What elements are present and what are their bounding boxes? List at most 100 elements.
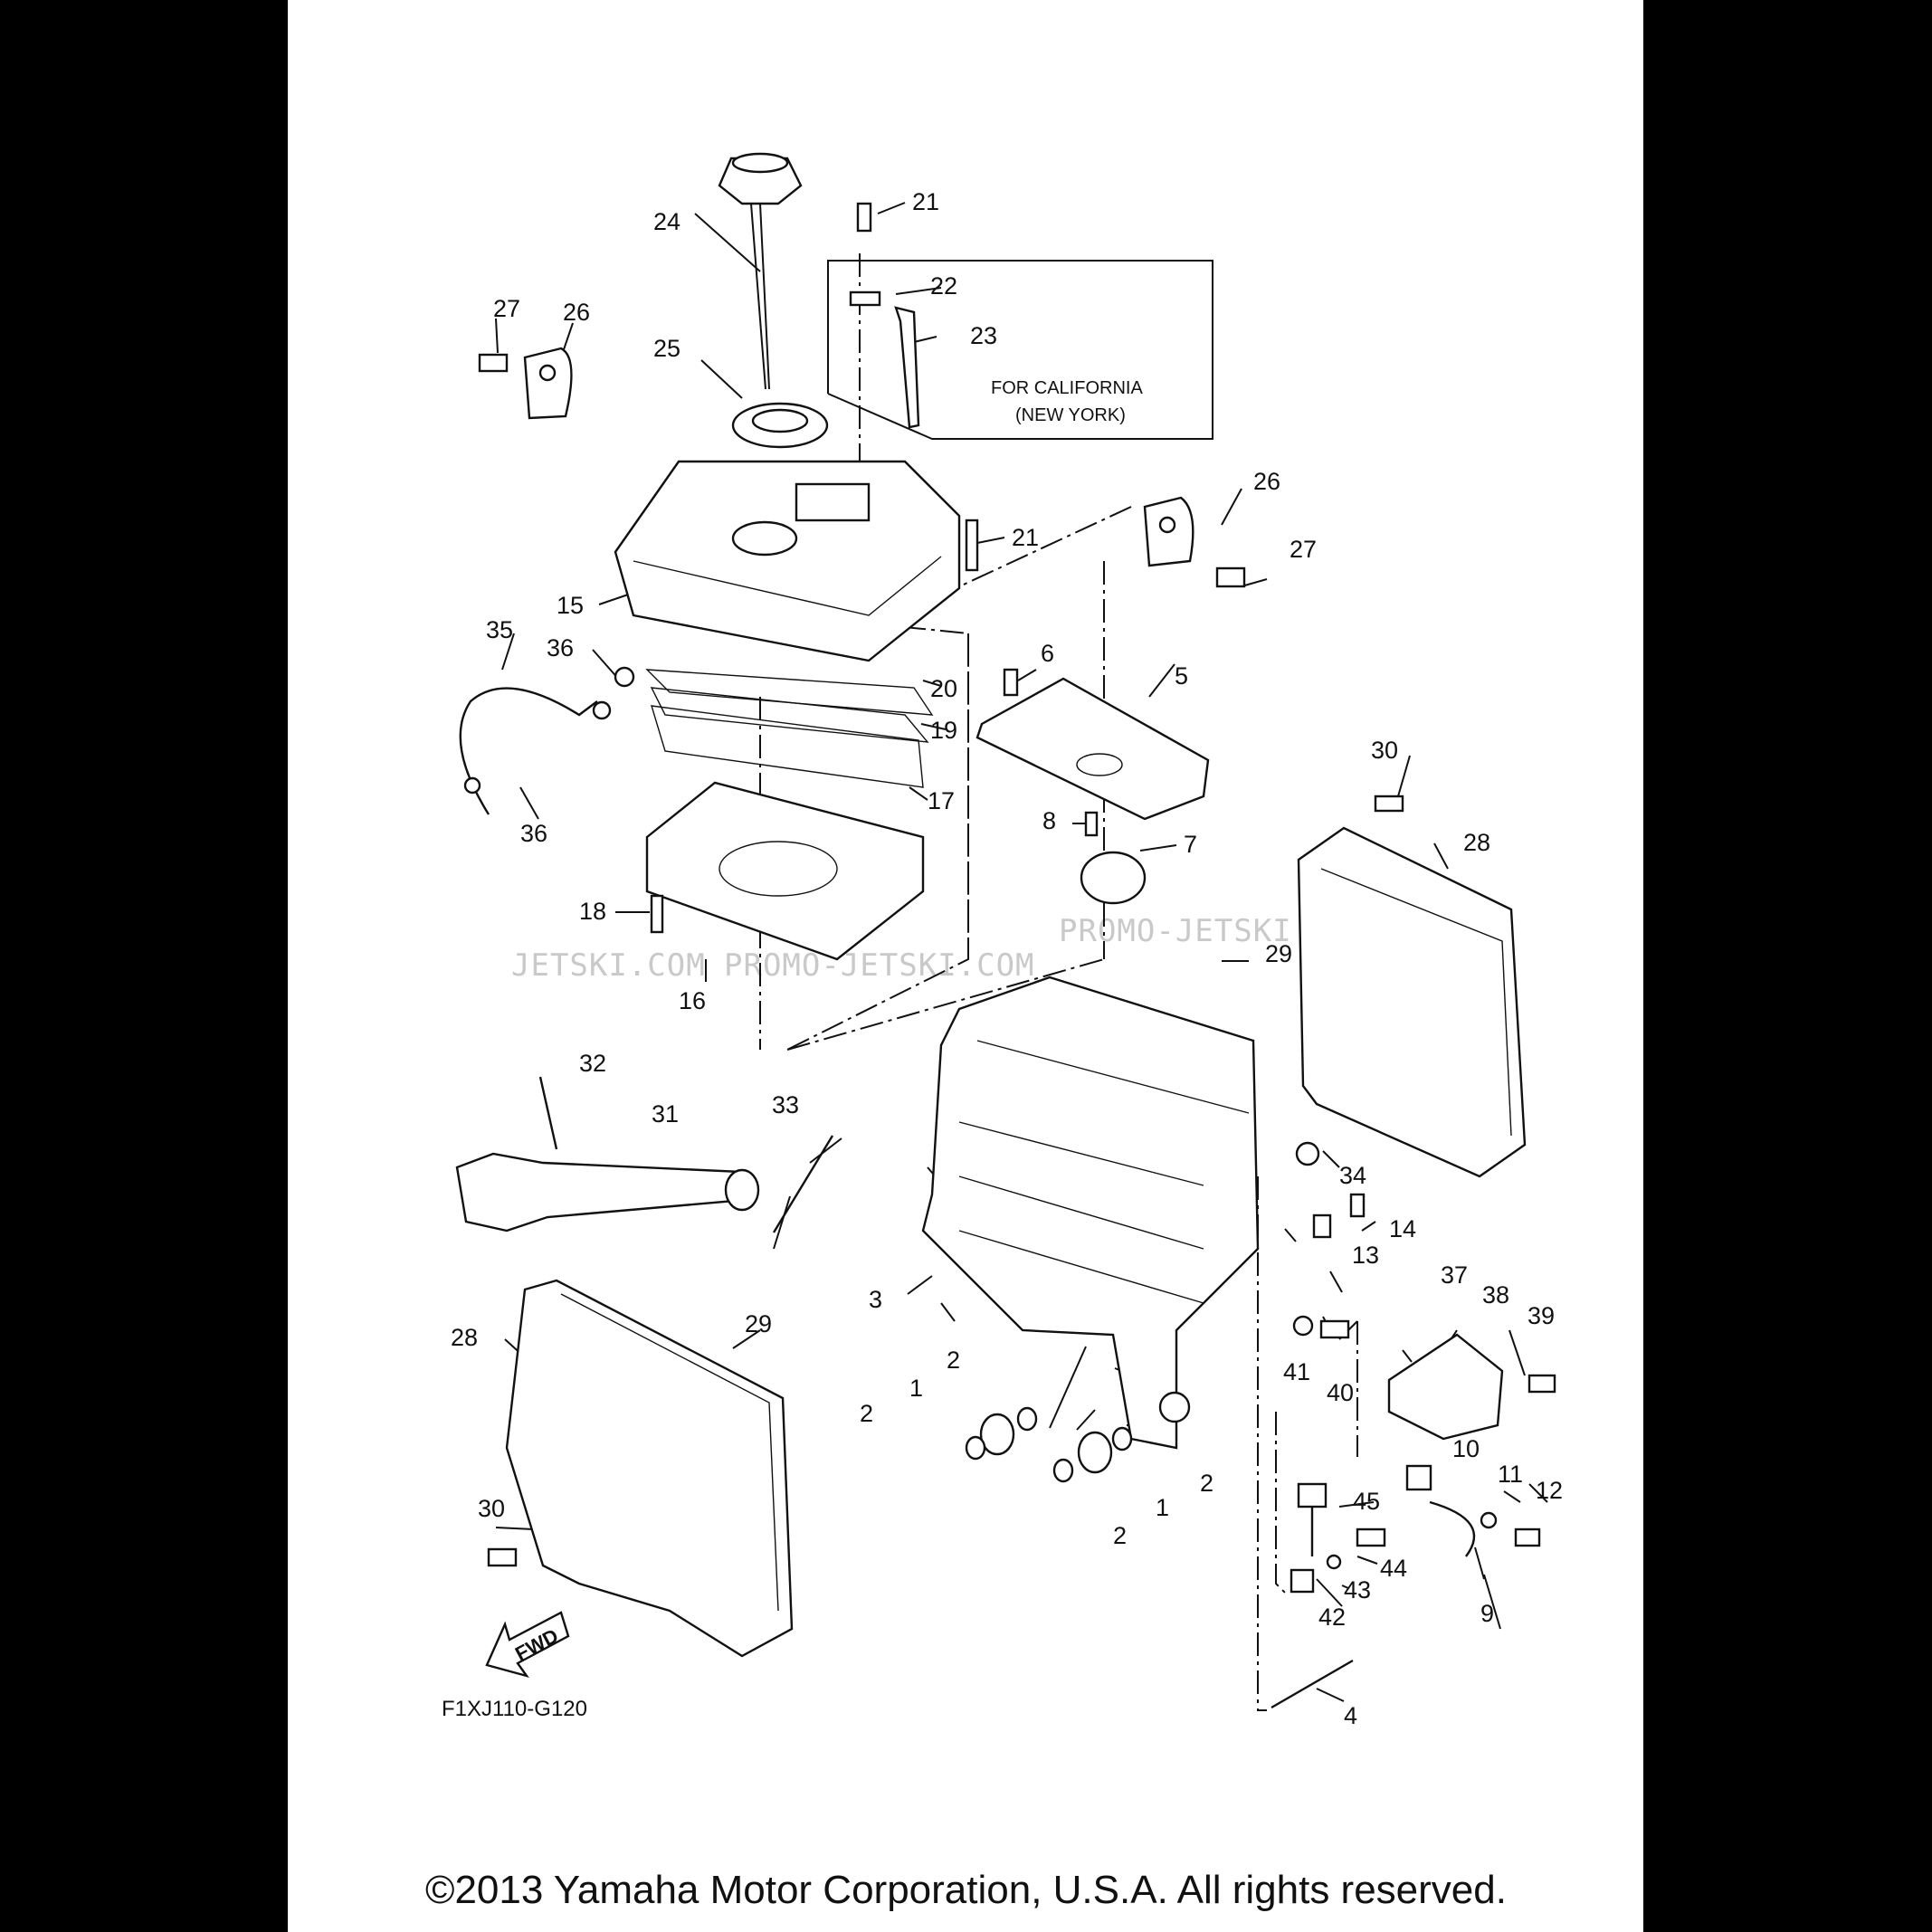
- callout-7: 7: [1184, 831, 1197, 858]
- watermark-text-1: JETSKI.COM: [511, 947, 706, 984]
- callout-40: 40: [1327, 1379, 1354, 1406]
- part-11-washer: [1480, 1511, 1498, 1529]
- callout-29-left: 29: [745, 1310, 772, 1337]
- part-28-cover-left: [505, 1279, 794, 1658]
- callout-27-left: 27: [493, 295, 520, 322]
- part-41-washer: [1292, 1315, 1314, 1337]
- callouts: 21 22 23 24 25 26 27 26 27 21 15 35 36 3…: [442, 188, 1563, 1729]
- callout-32: 32: [579, 1050, 606, 1077]
- callout-10: 10: [1452, 1435, 1480, 1462]
- callout-26-right: 26: [1253, 468, 1280, 495]
- part-37-38-cover: [1387, 1333, 1504, 1441]
- part-9-band: [1429, 1500, 1476, 1557]
- callout-15: 15: [557, 592, 584, 619]
- part-40-bolt: [1319, 1319, 1350, 1339]
- callout-36-bottom: 36: [520, 820, 547, 847]
- callout-12: 12: [1536, 1477, 1563, 1504]
- callout-19: 19: [930, 717, 957, 744]
- watermark-text-2: PROMO-JETSKI.COM: [724, 947, 1035, 984]
- callout-21-right: 21: [1012, 524, 1039, 551]
- diagram-code: F1XJ110-G120: [442, 1697, 587, 1721]
- part-31-arm: [455, 1152, 760, 1232]
- part-3-cylinder-head: [921, 976, 1260, 1450]
- part-4-bolt: [1271, 1659, 1354, 1709]
- part-26-bracket-right: [1143, 496, 1246, 588]
- callout-2-a: 2: [947, 1347, 960, 1374]
- part-21-bolt: [965, 519, 979, 572]
- callout-38: 38: [1482, 1281, 1509, 1309]
- callout-9: 9: [1480, 1600, 1494, 1627]
- part-45-sensor: [1297, 1482, 1328, 1556]
- california-note-line1: FOR CALIFORNIA: [991, 378, 1143, 398]
- callout-3: 3: [869, 1286, 882, 1313]
- callout-8: 8: [1042, 807, 1056, 834]
- callout-43: 43: [1344, 1576, 1371, 1604]
- part-7-strainer: [1080, 811, 1147, 905]
- part-35-hose: [459, 666, 635, 815]
- callout-36-top: 36: [547, 634, 574, 661]
- callout-2-b: 2: [860, 1400, 873, 1427]
- part-44-bolt: [1356, 1528, 1386, 1547]
- leader-lines: [495, 202, 1548, 1702]
- callout-34: 34: [1339, 1162, 1366, 1189]
- callout-26-left: 26: [563, 299, 590, 326]
- part-28-cover-right: [1297, 826, 1527, 1178]
- part-33-stud: [772, 1135, 834, 1233]
- callout-30-left: 30: [478, 1495, 505, 1522]
- callout-17: 17: [928, 787, 955, 814]
- callout-2-c: 2: [1200, 1470, 1213, 1497]
- callout-41: 41: [1283, 1358, 1310, 1385]
- callout-13: 13: [1352, 1242, 1379, 1269]
- california-note-line2: (NEW YORK): [1015, 405, 1126, 425]
- callout-31: 31: [652, 1100, 679, 1128]
- callout-14: 14: [1389, 1215, 1416, 1242]
- part-10-clamp: [1405, 1464, 1432, 1491]
- callout-28-left: 28: [451, 1324, 478, 1351]
- callout-33: 33: [772, 1091, 799, 1118]
- callout-44: 44: [1380, 1555, 1407, 1582]
- part-26-bracket-left: [478, 347, 573, 420]
- part-18-bolt: [650, 894, 664, 934]
- callout-29-right: 29: [1265, 940, 1292, 967]
- callout-21-top: 21: [912, 188, 939, 215]
- fwd-arrow: FWD: [485, 1611, 570, 1679]
- callout-25: 25: [653, 335, 680, 362]
- part-30-bolt-left: [487, 1547, 518, 1567]
- callout-20: 20: [930, 675, 957, 702]
- callout-4: 4: [1344, 1702, 1357, 1729]
- callout-35: 35: [486, 616, 513, 643]
- callout-22: 22: [930, 272, 957, 300]
- part-30-bolt-right: [1374, 795, 1404, 813]
- callout-11: 11: [1498, 1461, 1523, 1488]
- part-43-washer: [1326, 1554, 1342, 1570]
- part-42-bracket: [1290, 1568, 1315, 1594]
- part-13-clip: [1312, 1213, 1332, 1239]
- part-39-bolt: [1528, 1374, 1556, 1394]
- callout-27-right: 27: [1290, 536, 1317, 563]
- callout-1-b: 1: [1156, 1494, 1169, 1521]
- part-15-cylinder-head-cover: [614, 460, 961, 662]
- callout-45: 45: [1353, 1488, 1380, 1515]
- callout-24: 24: [653, 208, 680, 235]
- california-kit-box: FOR CALIFORNIA (NEW YORK): [827, 202, 1213, 440]
- part-12-bolt: [1514, 1528, 1541, 1547]
- callout-1-a: 1: [909, 1375, 923, 1402]
- part-24-dipstick: [718, 152, 803, 390]
- part-34-plug: [1295, 1141, 1320, 1166]
- part-14-bolt: [1349, 1193, 1366, 1218]
- part-17-gasket: [651, 705, 924, 788]
- callout-23: 23: [970, 322, 997, 349]
- callout-39: 39: [1528, 1302, 1555, 1329]
- callout-42: 42: [1318, 1604, 1346, 1631]
- callout-5: 5: [1175, 662, 1188, 690]
- part-16-baffle-plate: [645, 781, 925, 961]
- part-25-seal: [731, 402, 829, 449]
- callout-30-right: 30: [1371, 737, 1398, 764]
- callout-16: 16: [679, 987, 706, 1014]
- callout-37: 37: [1441, 1261, 1468, 1289]
- copyright-notice: ©2013 Yamaha Motor Corporation, U.S.A. A…: [425, 1868, 1507, 1912]
- callout-6: 6: [1041, 640, 1054, 667]
- callout-2-d: 2: [1113, 1522, 1127, 1549]
- callout-18: 18: [579, 898, 606, 925]
